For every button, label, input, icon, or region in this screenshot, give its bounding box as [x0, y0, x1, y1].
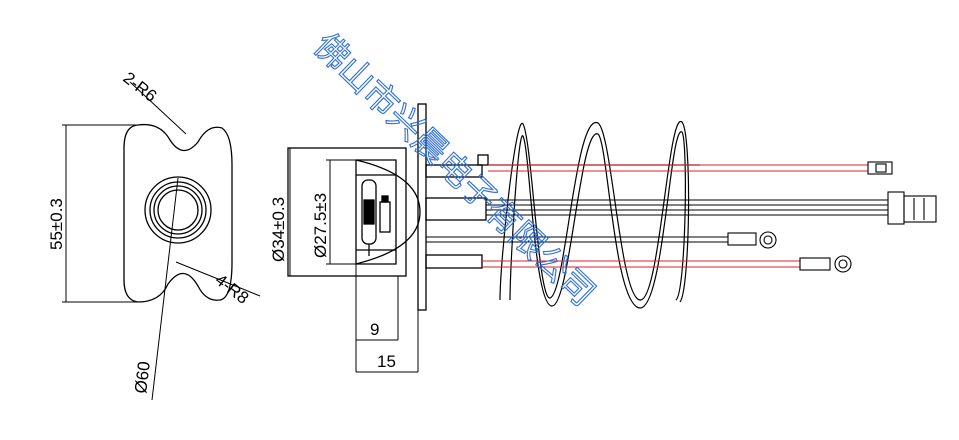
plug-connector: [887, 191, 905, 225]
thermostat-top: [381, 195, 389, 203]
label-body-diameter: Ø34±0.3: [269, 197, 288, 262]
body-rect: [287, 147, 407, 277]
dome: [355, 159, 421, 265]
side-view: [287, 103, 489, 373]
label-outer-diameter: Ø60: [131, 360, 154, 394]
body-outline: [123, 123, 233, 303]
fuse-core: [363, 199, 375, 225]
ring-3: [153, 185, 203, 235]
thermostat: [379, 201, 391, 233]
inner-cap: [355, 159, 397, 265]
wires: [426, 161, 937, 273]
label-corner-radius-top: 2-R6: [120, 68, 161, 106]
ground-terminal: [727, 232, 757, 246]
ground-ring: [759, 231, 777, 249]
ring-terminal: [799, 257, 831, 271]
watermark-text: 佛山市兴晨电子有限公司: [306, 26, 603, 315]
ring-terminal-ring: [834, 255, 852, 273]
spade-connector: [867, 161, 893, 175]
ring-outer: [144, 176, 212, 244]
terminal-mid: [425, 197, 487, 221]
label-inner-diameter: Ø27.5±3: [311, 193, 330, 258]
terminal-cap: [477, 154, 489, 166]
terminal-bottom: [425, 254, 483, 269]
ring-terminal-hole: [838, 259, 848, 269]
coil-outer: [499, 121, 690, 303]
label-depth-inner: 9: [370, 320, 379, 339]
leader-dia60: [151, 177, 179, 401]
coil-inner: [509, 131, 686, 309]
leader-2-r6: [129, 81, 187, 135]
terminal-top: [425, 164, 483, 178]
ring-inner: [157, 189, 199, 231]
front-view: [62, 81, 261, 401]
label-corner-radius-bottom: 4-R8: [212, 270, 253, 308]
label-depth-total: 15: [377, 352, 396, 371]
ground-ring-hole: [763, 235, 773, 245]
plug-body: [903, 195, 937, 223]
label-height: 55±0.3: [47, 198, 66, 250]
leader-4-r8: [175, 261, 261, 297]
spade-connector-tip: [875, 163, 887, 173]
